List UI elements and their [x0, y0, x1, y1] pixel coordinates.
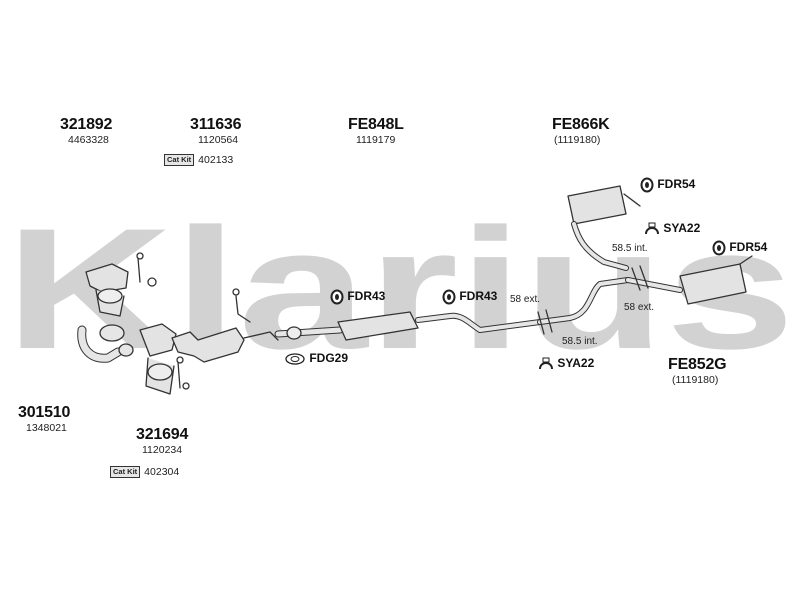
- small-part-FDG29: FDG29: [284, 351, 348, 365]
- rear-box-FE852G: [625, 255, 753, 305]
- oem-number: (1119180): [672, 374, 719, 386]
- oem-number: (1119180): [554, 134, 601, 146]
- small-part-FDR43-2: FDR43: [442, 289, 497, 305]
- part-321694: 321694 1120234: [136, 426, 188, 456]
- part-number: FE848L: [348, 116, 404, 133]
- front-pipe-FE848L: [274, 311, 543, 341]
- catalyst-311636: [171, 288, 279, 363]
- downpipe-301510: [77, 324, 134, 363]
- part-code: FDR43: [347, 289, 386, 304]
- part-code: SYA22: [663, 221, 701, 235]
- part-311636: 311636 1120564: [190, 116, 242, 146]
- rubber-hanger-icon: [330, 289, 344, 305]
- catkit-number: 402304: [144, 466, 180, 478]
- part-number: 311636: [190, 116, 242, 133]
- part-FE848L: FE848L 1119179: [348, 116, 404, 146]
- part-FE852G: FE852G (1119180): [668, 356, 727, 386]
- part-FE866K: FE866K (1119180): [552, 116, 610, 146]
- small-part-FDR54-1: FDR54: [640, 177, 695, 193]
- part-number: FE866K: [552, 116, 610, 133]
- part-code: FDG29: [309, 351, 349, 365]
- oem-number: 1119179: [356, 134, 396, 146]
- rear-box-FE866K: [537, 185, 641, 325]
- part-code: FDR54: [657, 177, 696, 192]
- clamp-icon: [645, 222, 659, 234]
- small-part-FDR43-1: FDR43: [330, 289, 385, 305]
- part-number: FE852G: [668, 356, 727, 373]
- rubber-hanger-icon: [640, 177, 654, 193]
- joint-marks: [537, 265, 649, 335]
- oem-number: 4463328: [68, 134, 109, 146]
- part-321892: 321892 4463328: [60, 116, 112, 146]
- part-code: FDR43: [459, 289, 498, 304]
- rubber-hanger-icon: [442, 289, 456, 305]
- gasket-icon: [285, 353, 305, 365]
- part-number: 321694: [136, 426, 189, 443]
- catkit-badge: Cat Kit: [110, 466, 141, 479]
- part-code: SYA22: [557, 356, 595, 370]
- dimension-note: 58 ext.: [624, 302, 655, 313]
- oem-number: 1348021: [26, 422, 67, 434]
- dimension-note: 58.5 int.: [562, 336, 598, 347]
- watermark-text: Klarius: [5, 220, 795, 360]
- rubber-hanger-icon: [712, 240, 726, 256]
- catkit-number: 402133: [198, 154, 234, 166]
- manifold-321892: [85, 252, 157, 317]
- clamp-icon: [539, 357, 553, 369]
- part-number: 301510: [18, 404, 71, 421]
- oem-number: 1120234: [142, 444, 183, 456]
- dimension-note: 58 ext.: [510, 294, 541, 305]
- small-part-SYA22-1: SYA22: [644, 221, 700, 236]
- catkit-badge: Cat Kit: [164, 154, 195, 167]
- small-part-SYA22-2: SYA22: [538, 356, 594, 371]
- small-part-FDR54-2: FDR54: [712, 240, 767, 256]
- dimension-note: 58.5 int.: [612, 243, 648, 254]
- klarius-watermark: Klarius: [5, 220, 795, 360]
- oem-number: 1120564: [198, 134, 239, 146]
- part-number: 321892: [60, 116, 113, 133]
- part-301510: 301510 1348021: [18, 404, 70, 434]
- part-code: FDR54: [729, 240, 768, 255]
